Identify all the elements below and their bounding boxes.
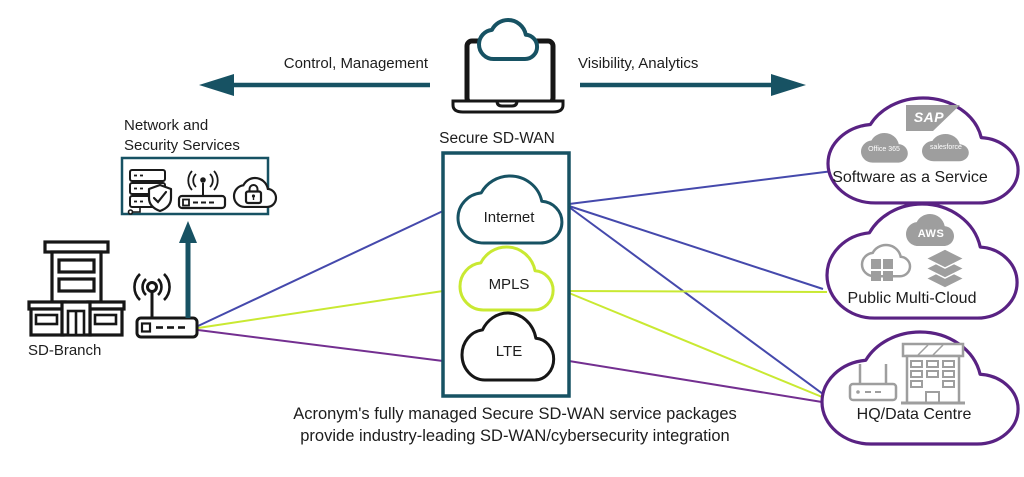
laptop-cloud-icon	[451, 20, 565, 114]
transport-box	[441, 151, 571, 398]
hq-building-icon	[901, 342, 965, 405]
stack-logo	[924, 248, 966, 289]
saas-cloud	[828, 98, 1018, 203]
branch-to-transport-links	[197, 210, 444, 362]
secure-server-icon	[127, 169, 173, 215]
security-services-box	[120, 156, 278, 216]
saas-label: Software as a Service	[832, 169, 988, 186]
link-branch-internet	[197, 210, 444, 327]
hq-label: HQ/Data Centre	[856, 406, 972, 423]
hq-cloud	[822, 332, 1018, 444]
services-title: Network and Security Services	[124, 116, 240, 156]
services-title-line1: Network and	[124, 117, 209, 134]
multicloud-cloud	[827, 204, 1017, 318]
microsoft-azure-logo	[862, 245, 910, 281]
caption-line2: provide industry-leading SD-WAN/cybersec…	[300, 427, 730, 445]
salesforce-logo-text: salesforce	[930, 144, 962, 151]
branch-building-icon	[27, 240, 126, 337]
caption-line1: Acronym's fully managed Secure SD-WAN se…	[293, 405, 737, 423]
sd-branch-label: SD-Branch	[28, 342, 102, 359]
internet-label: Internet	[483, 209, 535, 226]
link-branch-mpls	[197, 290, 444, 329]
visibility-analytics-label: Visibility, Analytics	[578, 55, 699, 72]
visibility-analytics-arrow	[580, 74, 806, 96]
link-branch-lte	[197, 329, 444, 362]
multicloud-label: Public Multi-Cloud	[847, 290, 977, 307]
mpls-label: MPLS	[488, 276, 530, 293]
control-management-label: Control, Management	[283, 55, 428, 72]
router-icon-small	[177, 170, 227, 210]
transport-to-destination-links	[568, 170, 834, 403]
link-lte-hq	[568, 360, 823, 403]
sap-logo-text: SAP	[913, 109, 945, 125]
control-management-arrow	[199, 74, 430, 96]
hq-router-icon	[848, 364, 898, 402]
link-internet-hq	[568, 206, 828, 398]
secure-cloud-icon	[232, 176, 278, 209]
link-internet-multicloud	[568, 205, 824, 290]
branch-router-icon	[133, 273, 199, 339]
services-title-line2: Security Services	[124, 137, 240, 154]
link-mpls-hq	[568, 292, 828, 400]
sap-logo	[906, 105, 960, 131]
lte-label: LTE	[495, 343, 523, 360]
aws-logo-text: AWS	[917, 228, 945, 240]
link-mpls-multicloud	[568, 290, 828, 293]
link-internet-saas	[568, 170, 834, 205]
secure-sdwan-label: Secure SD-WAN	[439, 130, 555, 147]
caption: Acronym's fully managed Secure SD-WAN se…	[265, 403, 765, 447]
office365-logo-text: Office 365	[868, 146, 900, 153]
branch-to-services-arrow	[179, 221, 197, 318]
